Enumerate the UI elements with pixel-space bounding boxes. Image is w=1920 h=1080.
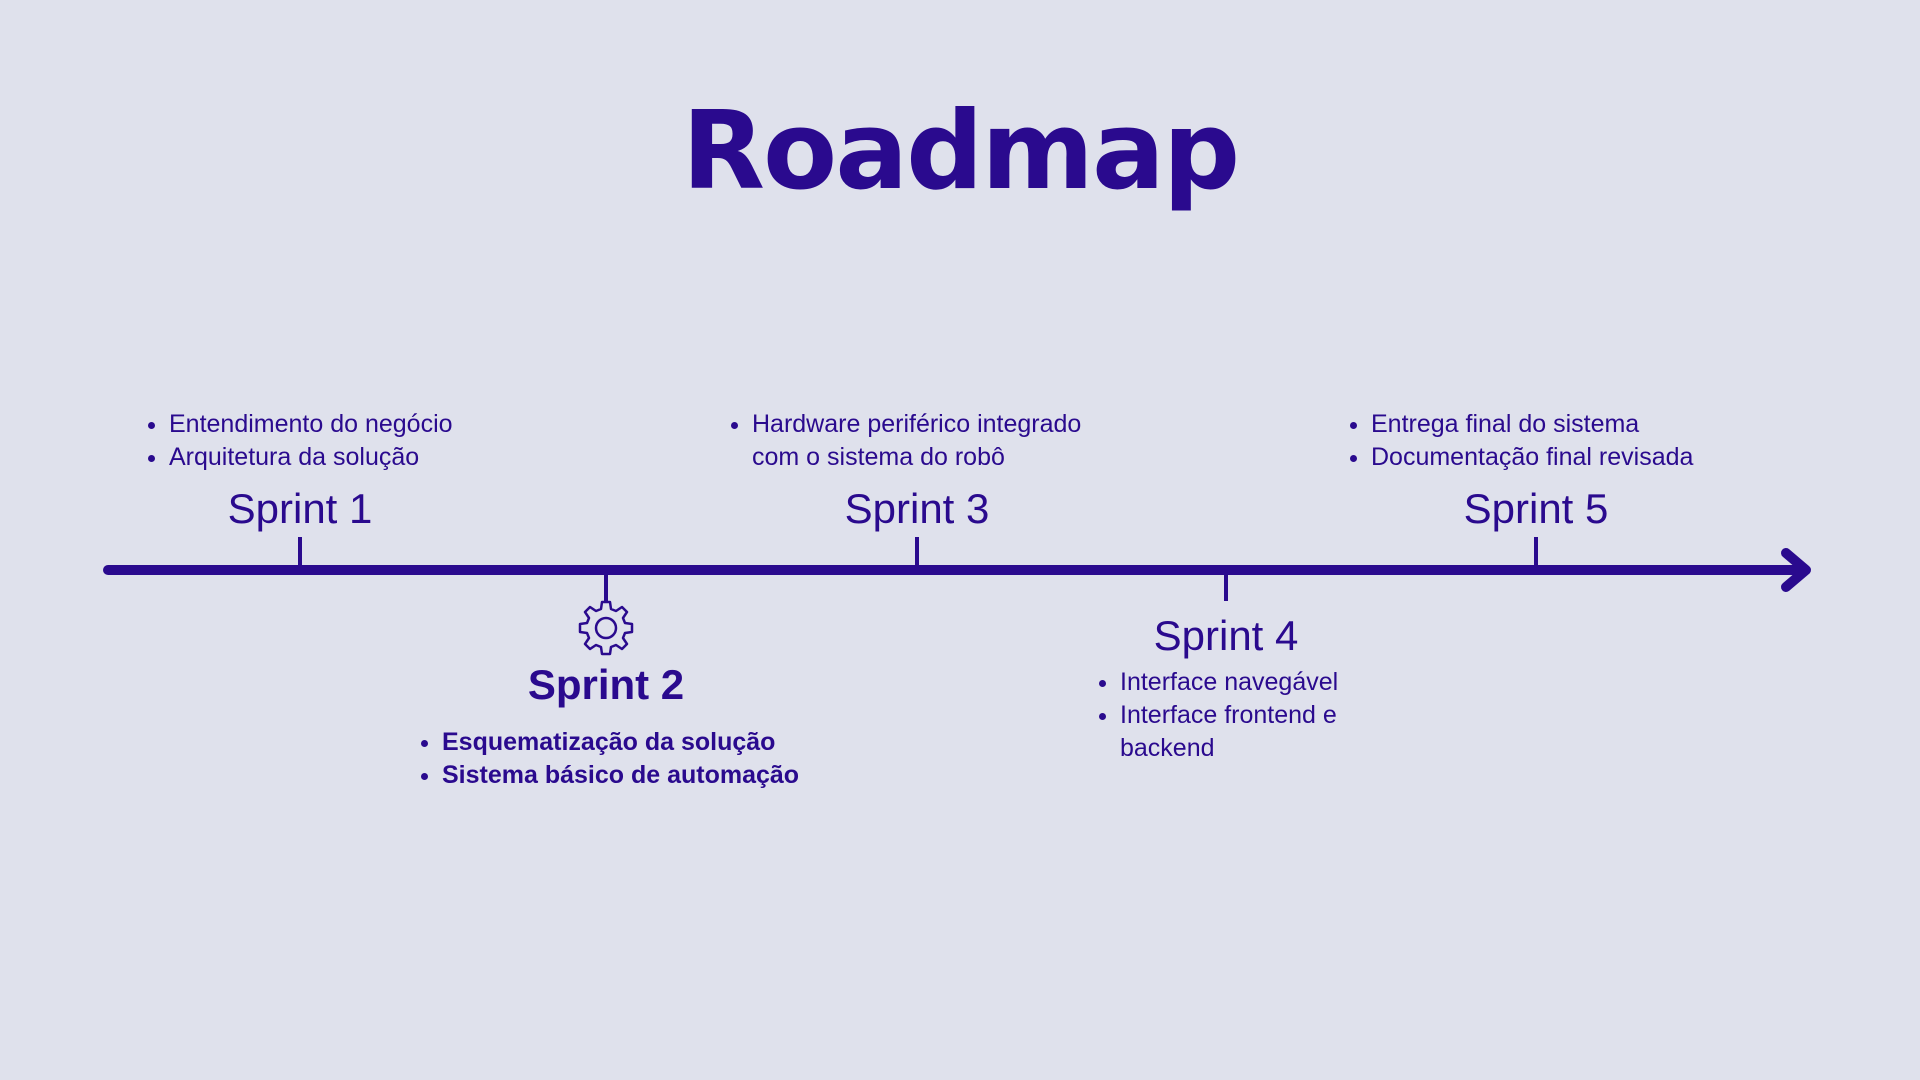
sprint-2-label: Sprint 2 [527,661,685,708]
list-item: Interface frontend e [1098,699,1338,732]
sprint-5-label: Sprint 5 [1463,485,1609,532]
sprint-3-label: Sprint 3 [844,485,990,532]
sprint-4-bullets: Interface navegável Interface frontend e… [1097,666,1338,765]
list-item: Arquitetura da solução [148,441,453,474]
list-item: Esquematização da solução [420,726,799,759]
list-item: Hardware periférico integrado [730,408,1081,441]
sprint-1-bullets: Entendimento do negócio Arquitetura da s… [146,408,453,474]
list-item: Documentação final revisada [1349,441,1693,474]
sprint-1-label: Sprint 1 [227,485,373,532]
gear-icon [578,600,634,656]
list-item-continuation: com o sistema do robô [752,443,1005,471]
sprint-5-bullets: Entrega final do sistema Documentação fi… [1348,408,1693,474]
list-item: Sistema básico de automação [420,759,799,792]
list-item: Entrega final do sistema [1349,408,1693,441]
sprint-2-bullets: Esquematização da solução Sistema básico… [419,726,799,792]
list-item: Interface navegável [1098,666,1338,699]
sprint-3-bullets: Hardware periférico integrado com o sist… [729,408,1081,474]
list-item-continuation: backend [1120,734,1215,762]
timeline-arrowhead [1781,548,1811,592]
sprint-4-label: Sprint 4 [1153,612,1299,659]
page-title: Roadmap [681,89,1240,214]
list-item: Entendimento do negócio [148,408,453,441]
